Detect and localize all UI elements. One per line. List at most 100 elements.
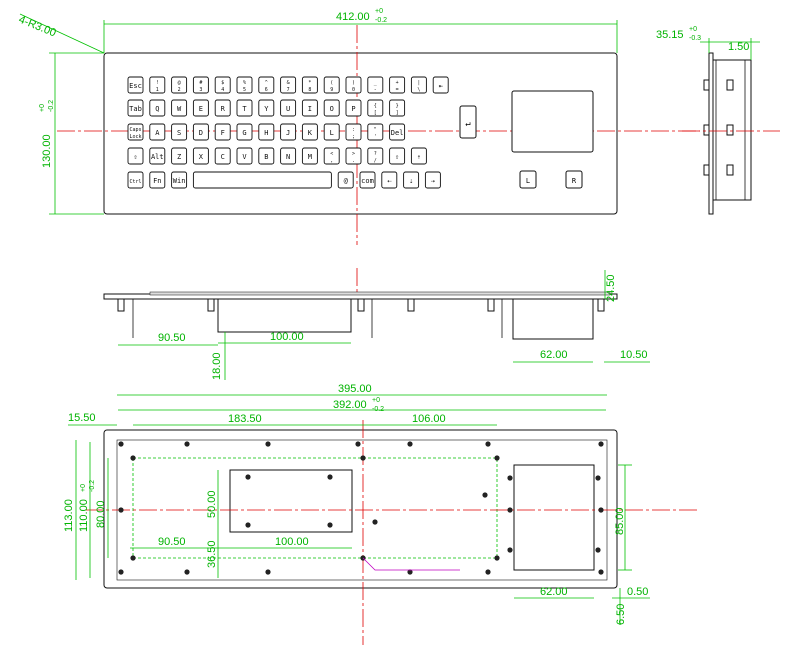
keycap-label: { [374,103,377,109]
keycap-label: ! [156,80,159,86]
keycap-label: # [199,80,202,86]
mounting-hole [372,519,378,525]
dim-width-tol-top: +0 [375,8,383,15]
mounting-hole [595,547,601,553]
mounting-hole [118,569,124,575]
keycap-row1-8: *8 [301,76,318,94]
keycap-row3-5: G [236,123,253,141]
dim-side-tol-bot: -0.3 [689,35,701,42]
mounting-hole [598,507,604,513]
mounting-hole [118,441,124,447]
keycap-label: F [221,129,225,137]
keycap-row4-1: Alt [149,147,166,165]
keycap-label: 2 [178,87,181,93]
keycap-row1-7: &7 [280,76,297,94]
dim-width-total: 412.00 [336,11,370,23]
keycap-row4-6: B [258,147,275,165]
mounting-hole [485,569,491,575]
mounting-hole [598,441,604,447]
keycap-row4-4: C [214,147,231,165]
keycap-row4-0: ⇧ [127,147,144,165]
keycap-label: L [330,129,334,137]
keycap-label: < [330,151,333,157]
dim-front-offset: 90.50 [158,332,186,344]
keycap-row5-4: @ [337,171,354,189]
mounting-hole [595,475,601,481]
dim-front-height: 24.50 [605,274,617,302]
keycap-row2-6: Y [258,99,275,117]
keycap-row2-11: {[ [367,99,384,117]
keycap-label: > [352,151,355,157]
keycap-row2-3: E [192,99,209,117]
touchpad [511,90,594,153]
keycap-label: } [396,103,399,109]
keycap-label: @ [344,177,349,185]
mounting-hole [355,441,361,447]
mounting-hole [360,455,366,461]
keycap-label: S [177,129,181,137]
mouse-left-button: L [519,170,537,189]
keycap-label: 3 [199,87,202,93]
keycap-row1-4: $4 [214,76,231,94]
keycap-label: M [308,153,312,161]
keycap-label: & [287,80,290,86]
mounting-hole [130,455,136,461]
dim-bottom-pad-width: 62.00 [540,586,568,598]
keycap-row2-7: U [280,99,297,117]
keycap-row5-7: ⇣ [403,171,420,189]
keycap-row2-0: Tab [127,99,144,117]
dim-bottom-edge-b: 6.50 [615,604,627,625]
mounting-hole [184,441,190,447]
keycap-label: % [243,80,246,86]
mounting-hole [494,555,500,561]
keycap-label: K [308,129,313,137]
mounting-hole [507,547,513,553]
keycap-row5-2: Win [171,171,188,189]
keycap-row1-3: #3 [192,76,209,94]
keycap-label: 4 [221,87,224,93]
enter-key: ↵ [459,105,477,139]
keycap-row4-7: N [280,147,297,165]
keycap-label: V [242,153,247,161]
keycap-label: / [374,158,377,164]
keycap-row4-5: V [236,147,253,165]
mounting-hole [327,522,333,528]
keycap-label: B [264,153,268,161]
keycap-label: ⇣ [409,177,413,185]
keycap-label: G [242,129,246,137]
bottom-view: 395.00 392.00 +0 -0.2 15.50 183.50 106.0… [63,383,700,645]
keycap-row5-5: com [359,171,376,189]
keycap-label: ⇤ [439,82,443,90]
keycap-row1-9: (9 [323,76,340,94]
keycap-row3-10: :; [345,123,362,141]
keycap-row1-11: _- [367,76,384,94]
dim-bottom-edge-a: 0.50 [627,586,648,598]
keycap-label: Esc [129,82,142,90]
keycap-row4-11: ?/ [367,147,384,165]
keycap-row2-10: P [345,99,362,117]
mounting-hole [407,569,413,575]
keycap-label: J [286,129,290,137]
keycap-label: 8 [308,87,311,93]
keycap-row1-5: %5 [236,76,253,94]
keycap-row3-9: L [323,123,340,141]
dim-bottom-h-inner: 110.00 [78,499,90,532]
keycap-label: E [199,105,203,113]
mouse-left-label: L [526,177,530,185]
keycap-row1-13: |\ [410,76,427,94]
keycap-row1-0: Esc [127,76,144,94]
mounting-hole [130,555,136,561]
keycap-label: ; [352,134,355,140]
dim-bottom-h-36: 36.50 [206,540,218,568]
dim-bottom-tol-bot: -0.2 [372,406,384,413]
dim-bottom-outer: 395.00 [338,383,372,395]
dim-bottom-margin: 15.50 [68,412,96,424]
dim-height-total: 130.00 [41,134,53,168]
dim-corner-radius: 4-R3.00 [17,14,58,40]
dim-bottom-h-85: 85.00 [614,507,626,535]
mounting-hole [482,492,488,498]
keycap-row2-8: I [301,99,318,117]
keycap-row5-3 [192,171,332,189]
keycap-row1-1: !1 [149,76,166,94]
